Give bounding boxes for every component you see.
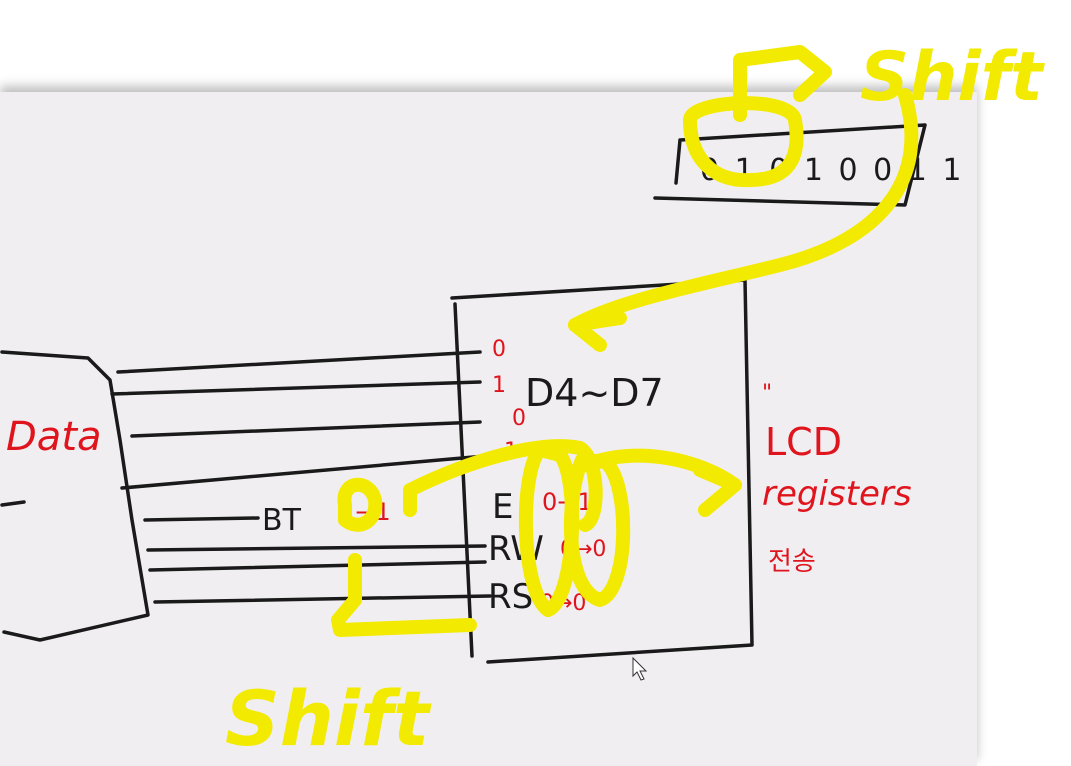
pin-e: E [492, 487, 513, 527]
bus-label: BT [262, 503, 302, 538]
lcd-box-outline [450, 278, 754, 664]
whiteboard-canvas [0, 92, 977, 766]
data-label: Data [6, 414, 102, 460]
lcd-label: LCD [765, 420, 842, 464]
yellow-highlights [331, 45, 919, 637]
registers-label: registers [762, 474, 912, 514]
data-block-outline [0, 350, 150, 642]
bit-mark-2: 0 [512, 406, 526, 431]
shift-note-top: Shift [860, 38, 1045, 117]
bus-lines [110, 350, 492, 604]
bit-mark-0: 0 [492, 337, 506, 362]
lcd-quote: " [762, 381, 772, 406]
cursor-icon [632, 656, 648, 681]
bit-mark-1: 1 [492, 373, 506, 398]
korean-note: 전송 [768, 547, 816, 577]
shift-note-bottom: Shift [225, 674, 432, 763]
pin-d-range: D4~D7 [525, 371, 664, 415]
pin-rs: RS [488, 577, 533, 617]
data-block-notch [0, 500, 26, 507]
